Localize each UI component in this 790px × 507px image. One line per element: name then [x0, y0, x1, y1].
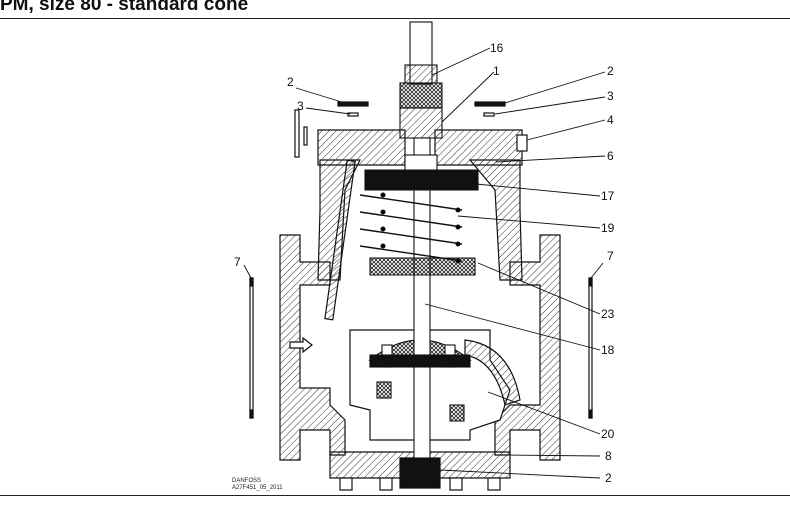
callout-3-left: 3: [297, 99, 304, 113]
callout-2-bottom: 2: [605, 471, 612, 485]
callout-23: 23: [601, 307, 615, 321]
drawing-code: DANFOSS A27F451_05_2011: [232, 478, 283, 491]
stem-and-actuator: [359, 21, 479, 459]
callout-3-right: 3: [607, 89, 614, 103]
top-divider: [0, 18, 790, 19]
callout-1: 1: [493, 64, 500, 78]
callout-17: 17: [601, 189, 615, 203]
callout-2-left: 2: [287, 75, 294, 89]
callout-16: 16: [490, 41, 504, 55]
bottom-divider: [0, 495, 790, 496]
callout-4: 4: [607, 113, 614, 127]
callout-2-right: 2: [607, 64, 614, 78]
drawing-code-line-1: DANFOSS: [232, 478, 261, 484]
page-title: PM, size 80 - standard cone: [0, 0, 249, 15]
flow-arrow: [289, 336, 313, 354]
callout-20: 20: [601, 427, 615, 441]
callout-6: 6: [607, 149, 614, 163]
callout-7-right: 7: [607, 249, 614, 263]
loose-parts: [249, 101, 593, 419]
drawing-code-line-2: A27F451_05_2011: [232, 485, 283, 491]
callout-18: 18: [601, 343, 615, 357]
callout-labels: 16 1 2 3 4 6 17 19 7 23 18 20 8 2 2 3 7: [234, 41, 615, 485]
leader-lines: [243, 47, 606, 479]
callout-7-left: 7: [234, 255, 241, 269]
callout-8: 8: [605, 449, 612, 463]
callout-19: 19: [601, 221, 615, 235]
